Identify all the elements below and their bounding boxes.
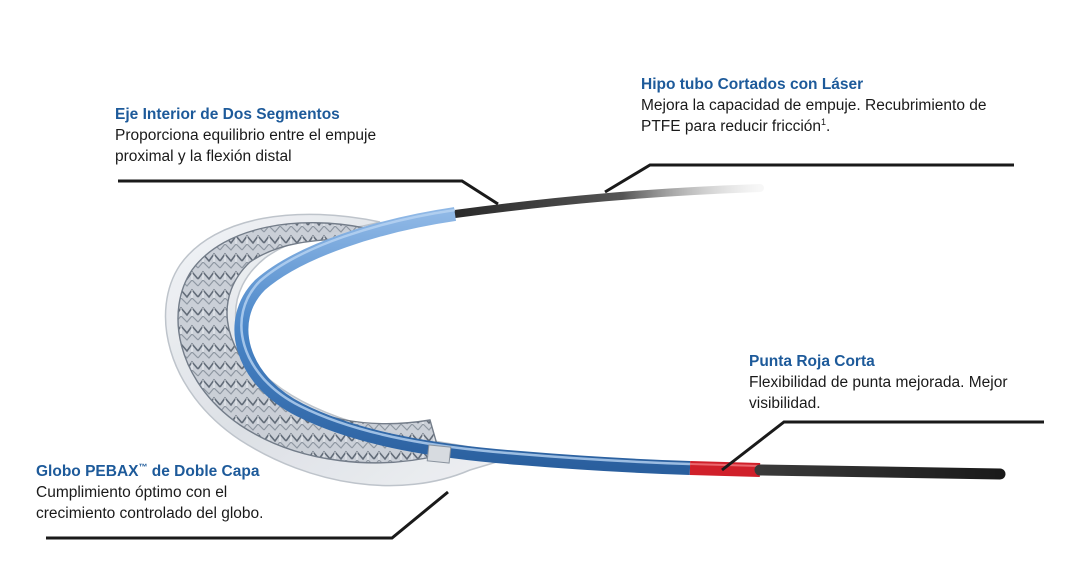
desc-line: proximal y la flexión distal bbox=[115, 148, 292, 165]
desc-end: . bbox=[826, 118, 831, 135]
desc-line: crecimiento controlado del globo. bbox=[36, 505, 264, 522]
callout-balloon: Globo PEBAX™ de Doble Capa Cumplimiento … bbox=[36, 461, 356, 524]
desc-line: Cumplimiento óptimo con el bbox=[36, 484, 228, 501]
callout-title: Eje Interior de Dos Segmentos bbox=[115, 106, 340, 123]
leader-line-red-tip bbox=[721, 420, 1044, 472]
leader-line-balloon bbox=[46, 490, 449, 540]
callout-desc: Mejora la capacidad de empuje. Recubrimi… bbox=[641, 95, 1041, 137]
callout-title: Hipo tubo Cortados con Láser bbox=[641, 76, 864, 93]
desc-line: visibilidad. bbox=[749, 395, 821, 412]
desc-line: Proporciona equilibrio entre el empuje bbox=[115, 127, 377, 144]
footnote-marker: 1 bbox=[821, 116, 827, 127]
callout-desc: Proporciona equilibrio entre el empuje p… bbox=[115, 125, 445, 167]
stent-mesh bbox=[177, 222, 441, 464]
title-end: de Doble Capa bbox=[147, 463, 260, 480]
desc-line: PTFE para reducir fricción bbox=[641, 118, 822, 135]
inner-shaft bbox=[234, 207, 691, 475]
callout-red-tip: Punta Roja Corta Flexibilidad de punta m… bbox=[749, 351, 1069, 414]
marker-band bbox=[426, 444, 452, 464]
desc-line: Mejora la capacidad de empuje. Recubrimi… bbox=[641, 97, 987, 114]
callout-hypotube: Hipo tubo Cortados con Láser Mejora la c… bbox=[641, 74, 1041, 137]
callout-title: Globo PEBAX™ de Doble Capa bbox=[36, 461, 356, 482]
callout-desc: Flexibilidad de punta mejorada. Mejor vi… bbox=[749, 372, 1069, 414]
callout-inner-shaft: Eje Interior de Dos Segmentos Proporcion… bbox=[115, 104, 445, 167]
hypotube-shaft bbox=[451, 184, 764, 218]
title-main: Globo PEBAX bbox=[36, 463, 139, 480]
callout-desc: Cumplimiento óptimo con el crecimiento c… bbox=[36, 482, 356, 524]
callout-title: Punta Roja Corta bbox=[749, 353, 875, 370]
trademark-mark: ™ bbox=[138, 461, 148, 472]
desc-line: Flexibilidad de punta mejorada. Mejor bbox=[749, 374, 1008, 391]
leader-line-inner-shaft bbox=[118, 179, 499, 206]
leader-line-hypotube bbox=[604, 163, 1014, 194]
distal-tip bbox=[754, 464, 1006, 480]
